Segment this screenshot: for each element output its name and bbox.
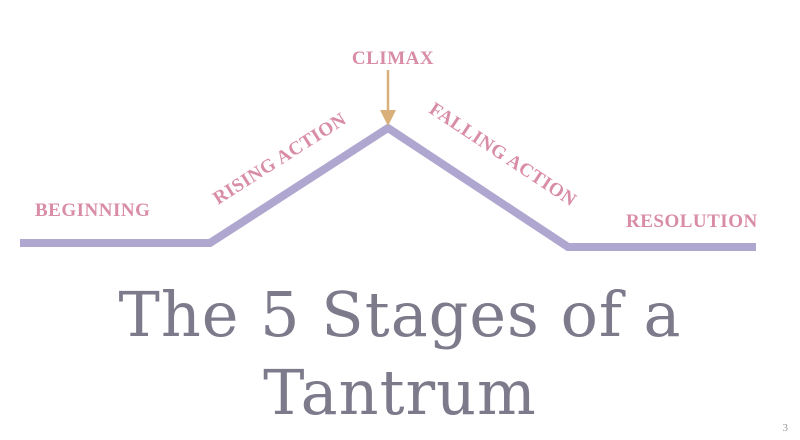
stage-label-climax: CLIMAX <box>352 48 434 69</box>
stage-label-resolution: RESOLUTION <box>626 211 758 232</box>
story-arc-line <box>20 123 756 251</box>
slide-title-line-1: The 5 Stages of a <box>118 278 682 351</box>
stage-label-falling-action: FALLING ACTION <box>425 99 580 211</box>
page-number: 3 <box>782 422 789 434</box>
climax-arrow-head <box>380 110 396 126</box>
stage-label-beginning: BEGINNING <box>35 200 150 221</box>
slide-title-line-2: Tantrum <box>263 356 537 429</box>
